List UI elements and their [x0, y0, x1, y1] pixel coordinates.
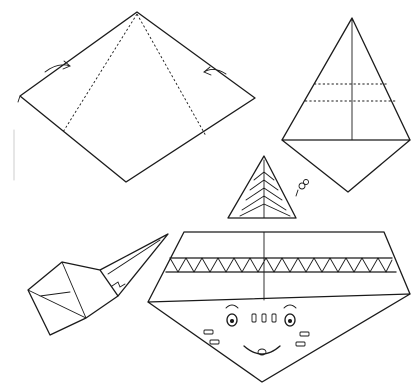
flower-icon [296, 180, 309, 197]
step-1-kite-fold [18, 12, 255, 182]
step-1-right-fold-line [137, 14, 206, 136]
step-3-bird-fold [28, 234, 168, 335]
nose-marks [252, 314, 276, 322]
step-4-feather-outline [228, 156, 296, 218]
step-4-brim-line [148, 294, 410, 302]
step-3-neck-outline [100, 234, 168, 296]
step-2-triangle-fold [282, 18, 410, 192]
step-4-body-outline [148, 232, 410, 382]
band-zigzag-pattern [170, 258, 392, 272]
step-3-inner-fold-b [62, 262, 86, 318]
step-1-diamond-outline [20, 12, 255, 182]
smile-mouth [244, 346, 280, 354]
left-eye-icon [226, 305, 238, 326]
step-2-kite-outline [282, 18, 410, 192]
step-3-neck-crease [108, 240, 160, 274]
step-4-feather-veins [240, 172, 290, 216]
step-3-zigzag-mark [112, 282, 125, 287]
step-3-body-outline [28, 262, 118, 335]
step-4-zigzag-band [166, 258, 396, 272]
step-1-left-fold-line [63, 14, 137, 132]
step-4-finished-face [148, 156, 410, 382]
step-1-right-arrowhead-icon [204, 67, 211, 75]
step-3-inner-fold-a [28, 290, 86, 318]
right-cheek-marks [296, 332, 309, 346]
left-cheek-marks [204, 330, 219, 344]
right-eye-icon [284, 305, 296, 326]
step-3-inner-fold-c [40, 292, 70, 296]
step-1-corner-mark [18, 96, 20, 102]
